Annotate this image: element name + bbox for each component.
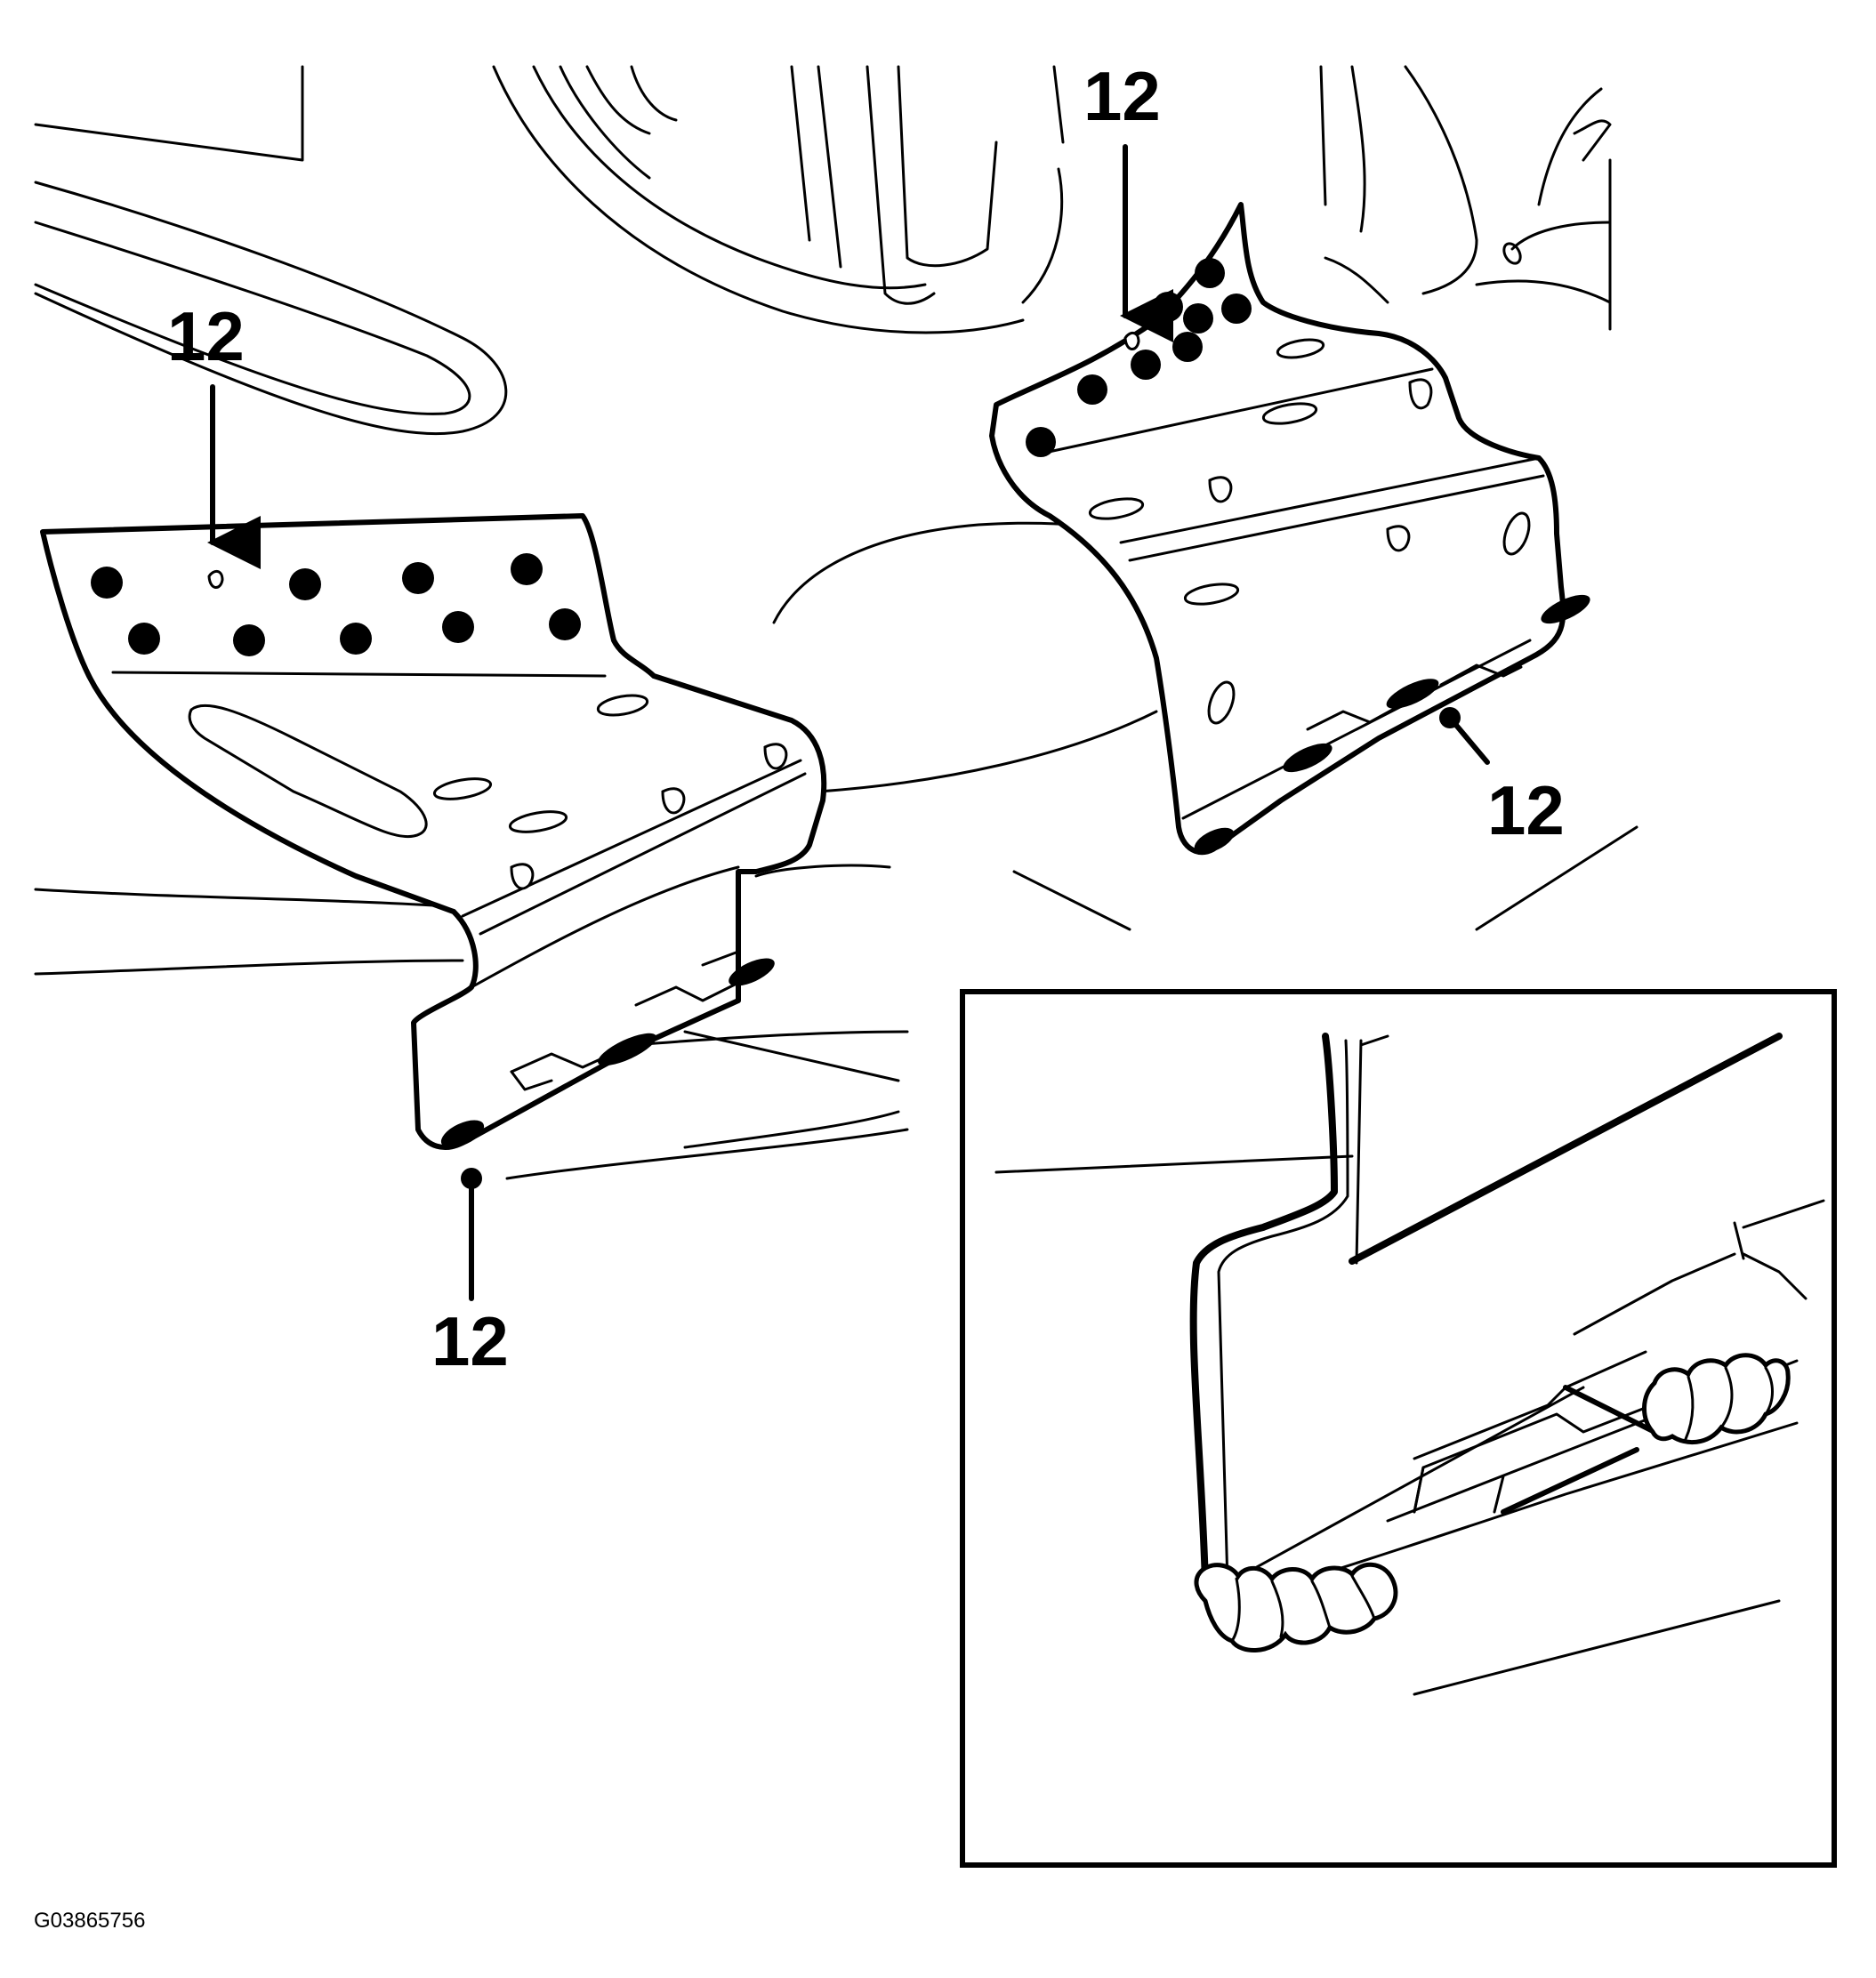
weld-bead-upper [1642, 1353, 1791, 1445]
callout-top-right: 12 [1083, 57, 1173, 342]
detail-drawing [994, 1033, 1825, 1696]
edge-welds-left [440, 958, 775, 1148]
vehicle-body-background [34, 65, 1638, 1180]
figure-code: G03865756 [34, 1909, 145, 1933]
callout-bottom-left: 12 [431, 1168, 509, 1380]
callout-label-bottom-left: 12 [431, 1302, 509, 1380]
callout-bottom-right: 12 [1439, 707, 1565, 849]
plug-welds-right [1026, 258, 1252, 457]
callout-label-top-left: 12 [167, 297, 245, 375]
edge-welds-right [1194, 594, 1590, 854]
callout-leader-bottom-right [1447, 715, 1490, 765]
callout-label-top-right: 12 [1083, 57, 1161, 135]
left-bracket [40, 513, 827, 1150]
callout-label-bottom-right: 12 [1487, 771, 1565, 849]
callout-top-left: 12 [167, 297, 261, 569]
right-bracket [989, 202, 1590, 856]
detail-inset [960, 989, 1837, 1868]
plug-welds-left [91, 553, 581, 656]
weld-bead-lower [1194, 1562, 1398, 1652]
